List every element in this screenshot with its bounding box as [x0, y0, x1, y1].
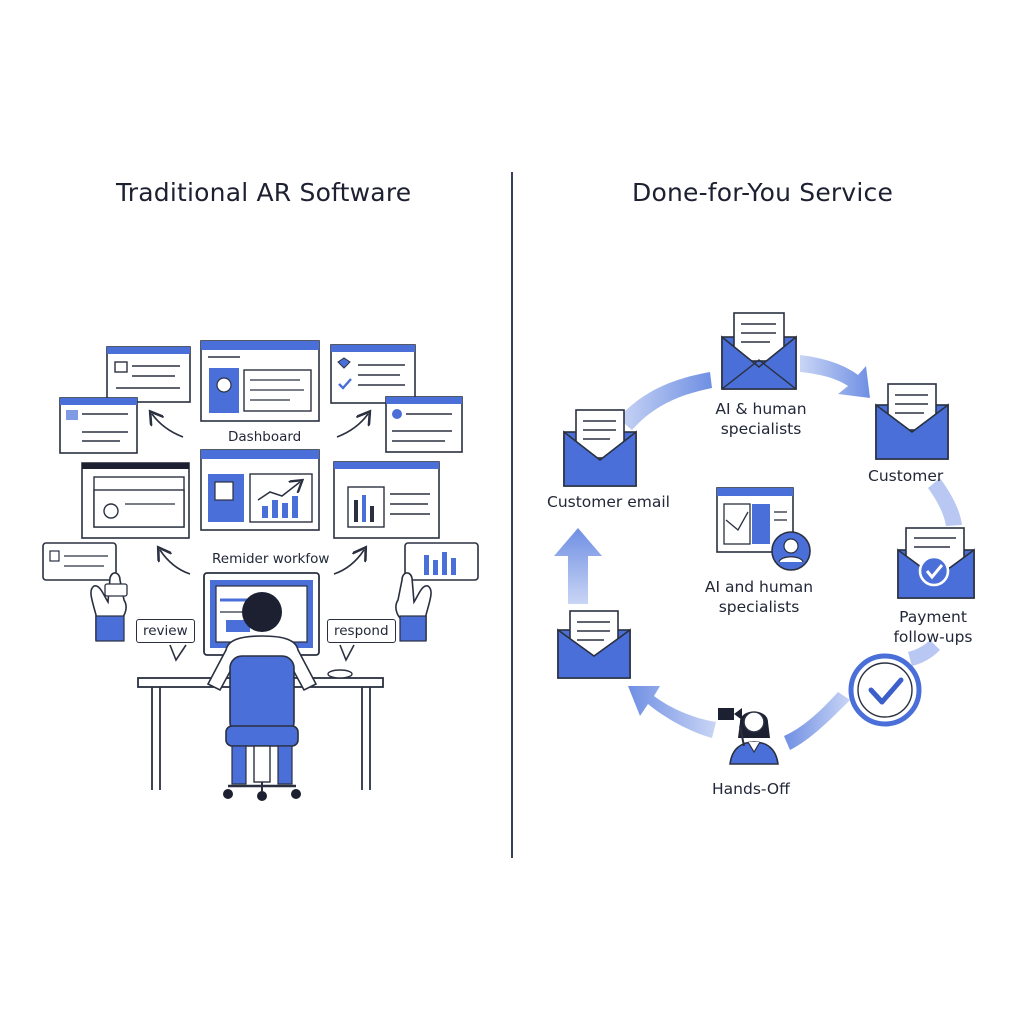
dashboard-label: Dashboard [228, 429, 302, 445]
envelope-icon-customer [875, 383, 949, 460]
dashboard-window [200, 340, 320, 422]
top-node-label: AI & human specialists [715, 400, 807, 438]
window-icon-3 [330, 344, 416, 404]
hands-off-label: Hands-Off [712, 780, 790, 798]
window-icon-2 [59, 397, 138, 454]
panel-divider [511, 172, 513, 858]
left-hand-card [42, 542, 128, 642]
envelope-icon-bottom-left [557, 610, 631, 679]
payment-label: Payment follow-ups [893, 608, 973, 646]
right-panel-title: Done-for-You Service [632, 178, 894, 207]
window-icon-6 [333, 461, 440, 539]
right-hand-card [395, 542, 479, 642]
envelope-icon-customer-email [563, 409, 637, 487]
chart-window [200, 449, 320, 531]
envelope-icon-payment [897, 527, 975, 599]
center-dashboard-icon [716, 487, 811, 571]
left-panel-title: Traditional AR Software [116, 178, 412, 207]
workstation [137, 572, 384, 801]
window-icon-5 [81, 462, 190, 539]
window-icon-1 [106, 346, 191, 403]
workflow-label: Remider workfow [212, 551, 330, 567]
envelope-icon-top [721, 312, 797, 390]
review-bubble: review [136, 619, 195, 643]
window-icon-4 [385, 396, 463, 453]
check-circle-icon [848, 653, 922, 727]
customer-email-label: Customer email [547, 493, 670, 511]
respond-bubble: respond [327, 619, 396, 643]
center-label: AI and human specialists [704, 578, 814, 616]
cycle-arrows [554, 355, 962, 750]
customer-label: Customer [868, 467, 944, 485]
hands-off-person-icon [718, 708, 779, 765]
